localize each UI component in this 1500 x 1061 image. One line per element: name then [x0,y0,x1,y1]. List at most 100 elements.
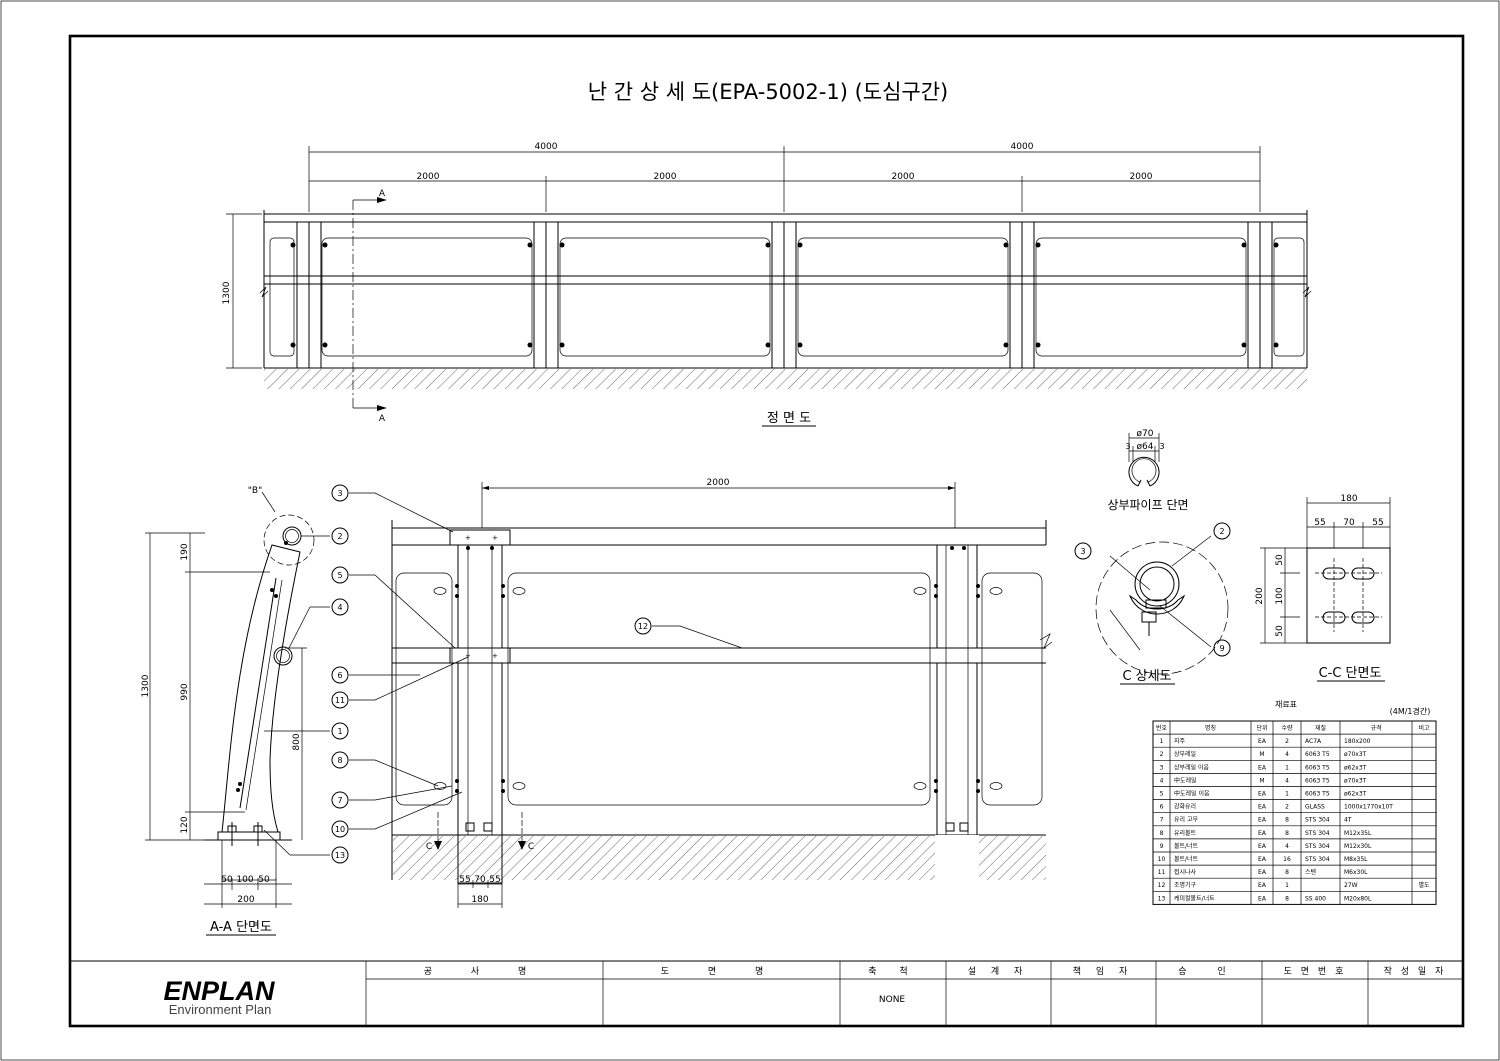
table-cell: 4 [1285,777,1289,784]
middle-elevation-view: 2000 ++ ++ [391,478,1053,908]
drawing-title: 난 간 상 세 도(EPA-5002-1) (도심구간) [588,80,948,104]
tb-header-project: 공 사 명 [424,966,545,977]
table-cell: 9 [1160,843,1164,850]
callout-bubble [331,791,349,809]
table-cell: 별도 [1418,881,1430,889]
table-header-cell: 재질 [1315,724,1326,732]
table-cell: 2 [1285,804,1289,811]
detail-c-view: C 상세도 [1095,535,1229,685]
callout-number: 4 [337,603,342,612]
table-cell: M [1259,751,1264,758]
title-block: 공 사 명 도 면 명 축 척 설 계 자 책 임 자 승 인 도 면 번 호 … [70,960,1463,1026]
section-mark-c-right: C [528,842,534,852]
table-cell: 4 [1285,843,1289,850]
table-cell: 7 [1160,817,1164,824]
table-cell: M [1259,777,1264,784]
table-cell: 1 [1285,764,1289,771]
company-logo: ENPLAN [163,976,275,1006]
callout-bubble [331,566,349,584]
svg-text:+: + [492,652,498,660]
table-cell: STS 304 [1305,817,1330,824]
callout-bubble [331,484,349,502]
table-cell: EA [1258,830,1267,837]
table-cell: 상부레일 [1174,750,1196,758]
table-cell: 12 [1158,882,1166,889]
table-cell: 2 [1160,751,1164,758]
detail-c-label: C 상세도 [1122,669,1171,684]
table-cell: EA [1258,869,1267,876]
aa-dim-990: 990 [180,683,190,700]
cc-dim-h: 200 [1255,587,1265,604]
table-cell: 4 [1285,751,1289,758]
aa-base-100: 100 [236,875,253,885]
table-cell: EA [1258,804,1267,811]
dim-span-1: 2000 [417,172,440,182]
table-cell: 8 [1285,817,1289,824]
section-aa-label: A-A 단면도 [210,920,272,935]
svg-text:+: + [465,534,471,542]
dim-span-4: 2000 [1130,172,1153,182]
svg-text:+: + [492,534,498,542]
drawing-frame [68,34,1465,1028]
dim-span-3: 2000 [892,172,915,182]
table-cell: 5 [1160,791,1164,798]
table-cell: 4T [1344,817,1352,824]
material-table-unit: (4M/1경간) [1390,706,1431,716]
tb-header-scale: 축 척 [868,966,917,977]
table-cell: 6063 T5 [1305,791,1330,798]
cc-dim-h-50-bottom: 50 [1275,625,1285,637]
pipe-inner-dim: ø64 [1137,442,1154,452]
callout-bubble [331,598,349,616]
table-cell: 강화유리 [1174,803,1196,811]
table-cell: 6063 T5 [1305,751,1330,758]
table-cell: STS 304 [1305,856,1330,863]
callout-number: 2 [1219,527,1224,536]
table-cell: 볼트/너트 [1174,842,1199,850]
table-cell: 6063 T5 [1305,764,1330,771]
table-cell: 유리볼트 [1174,829,1197,837]
cc-dim-70: 70 [1343,518,1355,528]
aa-base-total: 200 [237,895,254,905]
table-cell: EA [1258,817,1267,824]
pipe-outer-dim: ø70 [1137,429,1154,439]
aa-dim-total: 1300 [141,674,151,697]
table-cell: M6x30L [1344,869,1368,876]
cc-dim-total: 180 [1340,494,1357,504]
table-cell: M8x35L [1344,856,1368,863]
table-cell: 상부레일 이음 [1174,763,1210,771]
table-cell: EA [1258,738,1267,745]
callout-number: 10 [335,825,345,834]
table-cell: M20x80L [1344,895,1372,902]
callout-bubble [331,751,349,769]
table-cell: 8 [1160,830,1164,837]
table-cell: 8 [1285,830,1289,837]
cc-dim-55-left: 55 [1314,518,1325,528]
callout-bubble [331,846,349,864]
section-aa-view: "B" 1300 190 990 120 800 50 [141,486,315,936]
table-header-cell: 비고 [1418,724,1430,732]
table-cell: 13 [1158,895,1166,902]
callout-number: 8 [337,756,342,765]
tb-header-approval: 승 인 [1178,966,1239,977]
callout-number: 7 [337,796,342,805]
detail-b-ref: "B" [248,486,262,496]
callout-number: 11 [335,696,345,705]
table-header-cell: 번호 [1156,724,1168,732]
company-subtitle: Environment Plan [169,1002,272,1017]
table-header-cell: 단위 [1256,724,1267,732]
front-view-label: 정 면 도 [767,411,811,426]
tb-scale-value: NONE [879,995,906,1005]
callout-bubble [634,617,652,635]
table-cell: 지주 [1174,737,1186,745]
callout-bubble [1074,542,1092,560]
middle-dim-span: 2000 [707,478,730,488]
callout-number: 5 [337,571,342,580]
cc-dim-h-50-top: 50 [1275,554,1285,566]
callout-number: 13 [335,851,345,860]
table-cell: 유리 고무 [1174,816,1198,824]
table-cell: STS 304 [1305,843,1330,850]
callout-bubble [1213,522,1231,540]
table-cell: ø70x3T [1344,751,1367,758]
